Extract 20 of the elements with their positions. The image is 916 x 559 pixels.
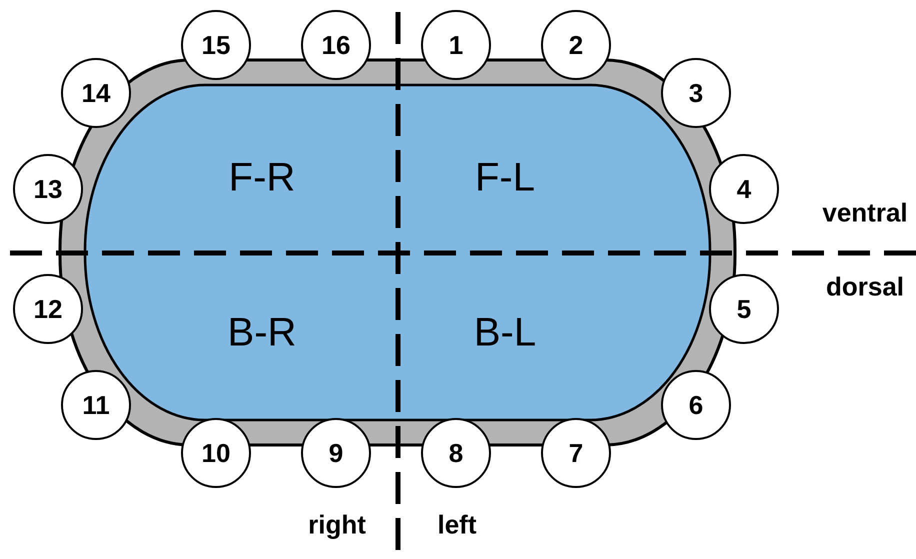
numbered-circle: 5: [709, 274, 779, 344]
numbered-circle: 7: [541, 418, 611, 488]
numbered-circle: 2: [541, 10, 611, 80]
numbered-circle: 13: [13, 154, 83, 224]
quadrant-label: F-L: [475, 156, 535, 200]
side-label: right: [308, 510, 366, 540]
side-label: left: [438, 510, 476, 540]
numbered-circle: 16: [301, 10, 371, 80]
quadrant-label: B-L: [474, 310, 536, 356]
numbered-circle: 10: [181, 418, 251, 488]
numbered-circle: 9: [301, 418, 371, 488]
quadrant-label: F-R: [228, 156, 296, 200]
numbered-circle: 1: [421, 10, 491, 80]
side-label: ventral: [822, 198, 908, 228]
side-label: dorsal: [826, 272, 904, 302]
numbered-circle: 4: [709, 154, 779, 224]
quadrant-label: B-R: [228, 310, 296, 356]
numbered-circle: 8: [421, 418, 491, 488]
numbered-circle: 12: [13, 274, 83, 344]
numbered-circle: 15: [181, 10, 251, 80]
